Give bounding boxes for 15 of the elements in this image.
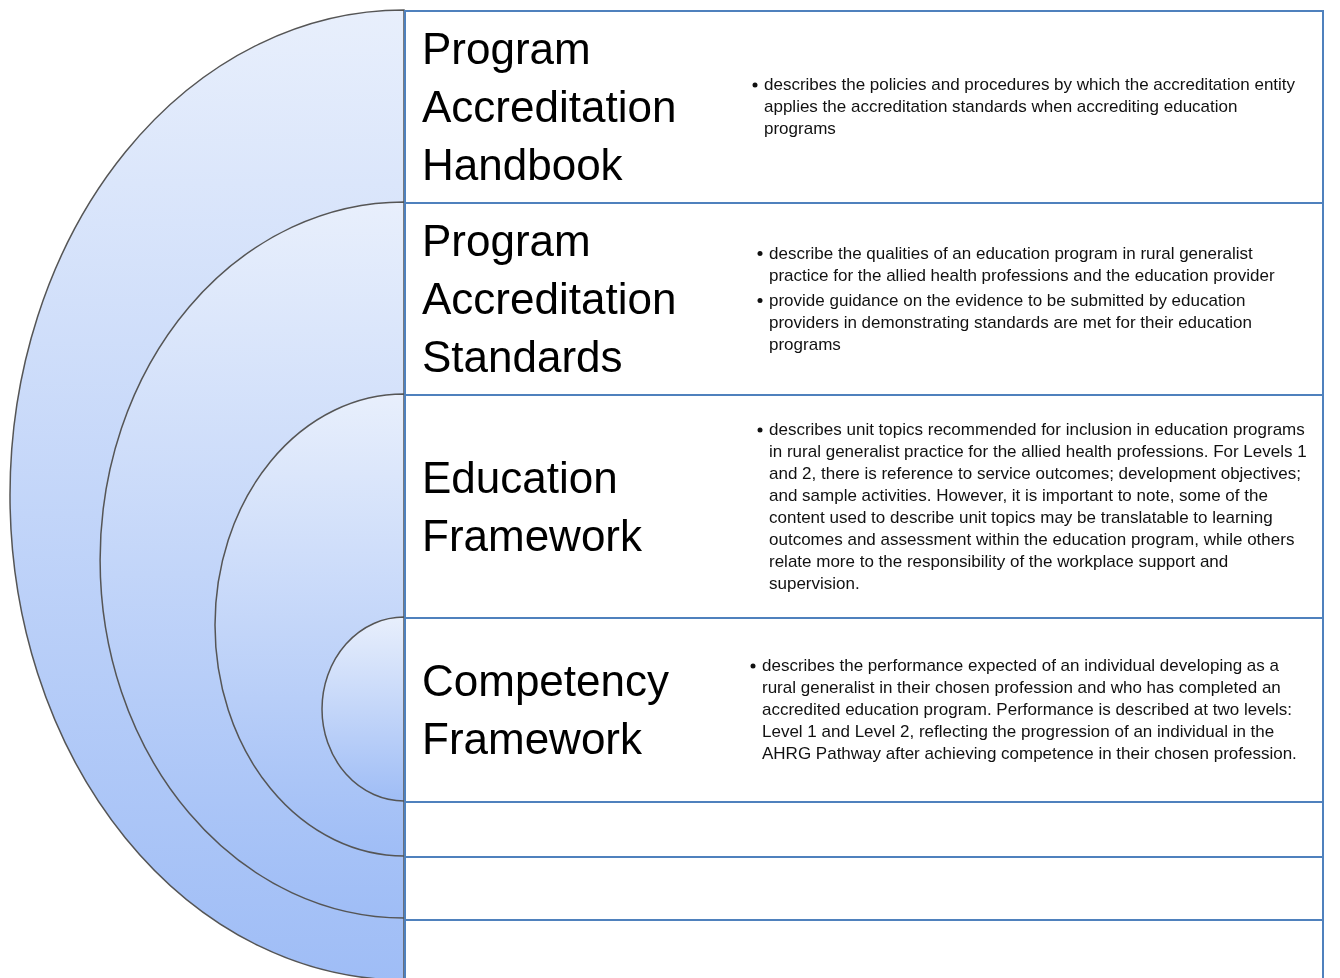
empty-row bbox=[404, 856, 1324, 921]
table-row bbox=[404, 394, 1324, 619]
bullet-text: describes the policies and procedures by which the accreditation entity applies the accreditation standards when accrediting education programs bbox=[764, 75, 1296, 138]
row-heading: Education Framework bbox=[422, 451, 644, 562]
bullet-text: provide guidance on the evidence to be submitted by education providers in demonstrating standards are met for their education programs bbox=[769, 290, 1252, 354]
row-heading: Competency Framework bbox=[422, 655, 670, 765]
empty-row bbox=[404, 801, 1324, 858]
row-heading: Program Accreditation Standards bbox=[422, 215, 678, 383]
table-row bbox=[404, 617, 1324, 803]
row-heading: Program Accreditation Handbook bbox=[422, 23, 678, 191]
bullet-text: describes unit topics recommended for inclusion in education programs in rural generalist practice for the allied health professions. For Levels 1 and 2, there is reference to service outcomes; development objectives; and sample activities. However, it is important to note, some of the content used to describe unit topics may be translatable to learning outcomes and assessment within the education program, while others relate more to the responsibility of the workplace support and supervision. bbox=[769, 419, 1307, 593]
bullet-text: describes the performance expected of an individual developing as a rural generalist in their chosen profession and who has completed an accredited education program. Performance is described at two levels: Level 1 and Level 2, reflecting the progression of an individual in the AHRG Pathway after achieving competence in their chosen profession. bbox=[762, 656, 1297, 763]
empty-row bbox=[404, 919, 1324, 978]
table-row bbox=[404, 10, 1324, 204]
table-row bbox=[404, 202, 1324, 396]
